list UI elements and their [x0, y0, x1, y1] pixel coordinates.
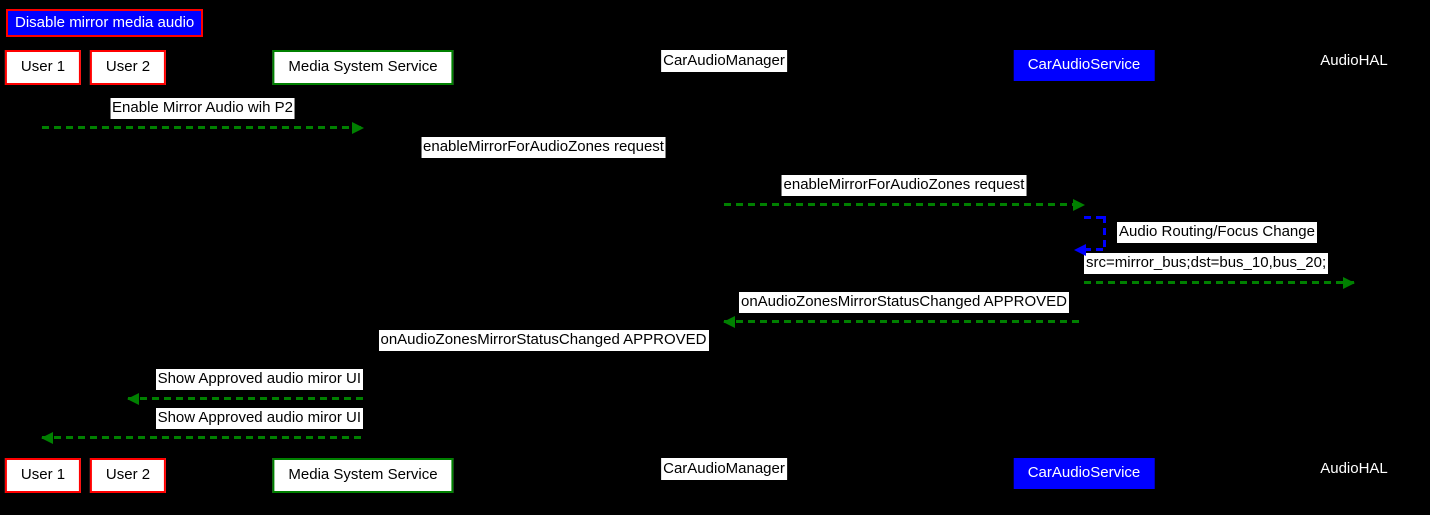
participant-user1-bottom[interactable]: User 1 — [4, 458, 82, 493]
participant-car_audio_manager-bottom[interactable]: CarAudioManager — [661, 458, 787, 480]
participant-label: Media System Service — [272, 50, 454, 85]
message-line — [363, 165, 724, 168]
arrowhead-icon — [362, 354, 374, 366]
lifeline-audio_hal — [1353, 88, 1355, 458]
self-message-arrowhead-icon — [1074, 244, 1086, 256]
participant-car_audio_service-top[interactable]: CarAudioService — [1013, 50, 1155, 81]
arrowhead-icon — [127, 393, 139, 405]
lifeline-user1 — [42, 88, 44, 458]
participant-label: User 2 — [89, 458, 167, 493]
participant-audio_hal-top[interactable]: AudioHAL — [1318, 50, 1390, 72]
participant-media_system-top[interactable]: Media System Service — [272, 50, 454, 85]
lifeline-media_system — [362, 88, 364, 458]
participant-label: CarAudioService — [1013, 50, 1155, 81]
arrowhead-icon — [352, 122, 364, 134]
message-line — [128, 397, 363, 400]
arrowhead-icon — [41, 432, 53, 444]
message-label: Show Approved audio miror UI — [155, 369, 363, 390]
diagram-title: Disable mirror media audio — [6, 9, 204, 37]
lifeline-user2 — [127, 88, 129, 458]
message-label: enableMirrorForAudioZones request — [781, 175, 1027, 196]
message-line — [1084, 281, 1354, 284]
self-message-top-segment — [1084, 216, 1106, 219]
message-line — [363, 358, 724, 361]
message-label: Show Approved audio miror UI — [155, 408, 363, 429]
message-line — [42, 126, 363, 129]
message-line — [724, 320, 1084, 323]
arrowhead-icon — [723, 316, 735, 328]
message-line — [42, 436, 363, 439]
self-message-self1: Audio Routing/Focus Change — [1074, 216, 1317, 262]
participant-user1-top[interactable]: User 1 — [4, 50, 82, 85]
participant-car_audio_service-bottom[interactable]: CarAudioService — [1013, 458, 1155, 489]
message-label: onAudioZonesMirrorStatusChanged APPROVED — [738, 292, 1070, 313]
arrowhead-icon — [713, 161, 725, 173]
participant-label: CarAudioManager — [661, 458, 787, 480]
message-line — [724, 203, 1084, 206]
arrowhead-icon — [1073, 199, 1085, 211]
participant-media_system-bottom[interactable]: Media System Service — [272, 458, 454, 493]
self-message-label: Audio Routing/Focus Change — [1117, 222, 1317, 243]
message-label: src=mirror_bus;dst=bus_10,bus_20; — [1084, 253, 1329, 274]
message-label: enableMirrorForAudioZones request — [421, 137, 666, 158]
participant-car_audio_manager-top[interactable]: CarAudioManager — [661, 50, 787, 72]
arrowhead-icon — [1343, 277, 1355, 289]
participant-label: User 1 — [4, 50, 82, 85]
participant-label: CarAudioService — [1013, 458, 1155, 489]
participant-label: AudioHAL — [1320, 52, 1388, 69]
message-label: Enable Mirror Audio wih P2 — [110, 98, 295, 119]
self-message-bottom-segment — [1084, 248, 1106, 251]
participant-user2-top[interactable]: User 2 — [89, 50, 167, 85]
participant-label: User 1 — [4, 458, 82, 493]
participant-label: User 2 — [89, 50, 167, 85]
message-label: onAudioZonesMirrorStatusChanged APPROVED — [378, 330, 709, 351]
participant-audio_hal-bottom[interactable]: AudioHAL — [1318, 458, 1390, 480]
participant-user2-bottom[interactable]: User 2 — [89, 458, 167, 493]
lifeline-car_audio_manager — [723, 88, 725, 458]
participant-label: AudioHAL — [1320, 460, 1388, 477]
participant-label: Media System Service — [272, 458, 454, 493]
self-message-right-segment — [1103, 216, 1106, 248]
participant-label: CarAudioManager — [661, 50, 787, 72]
